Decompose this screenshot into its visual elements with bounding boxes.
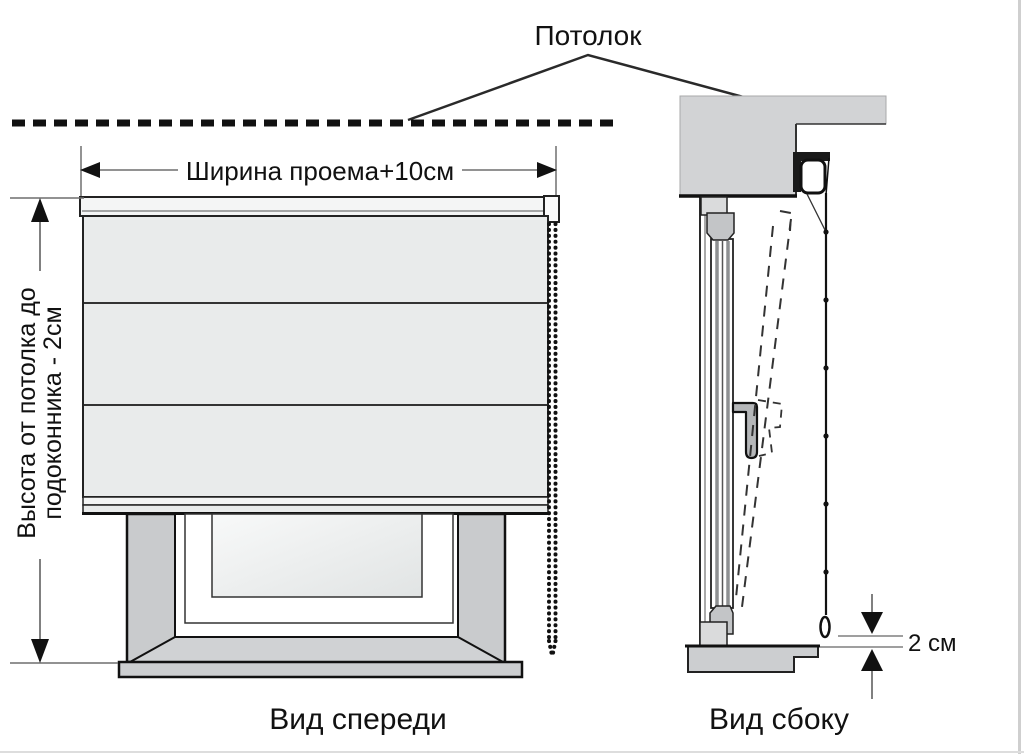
- window-frame-side: [699, 196, 793, 647]
- wall-ceiling-section: [679, 95, 887, 197]
- roman-blind-front: [79, 195, 560, 656]
- window-front: [117, 512, 524, 679]
- cassette-roller: [799, 158, 827, 195]
- fabric-top-edge: [825, 157, 830, 196]
- hem-strip: [82, 496, 549, 506]
- sill-side-profile: [687, 645, 819, 673]
- frame-foot-block: [699, 621, 728, 647]
- gap-arrowhead-up-icon: [861, 649, 883, 671]
- fabric-gather-line: [806, 193, 826, 231]
- blind-side-profile: [793, 152, 831, 639]
- arrowhead-left-icon: [80, 162, 100, 178]
- fabric-panel: [82, 215, 549, 498]
- height-dimension: Высота от потолка до подоконника - 2см: [10, 197, 118, 664]
- gap-dimension-label: 2 см: [908, 630, 957, 657]
- width-dimension: [80, 146, 557, 196]
- ceiling-callout: Потолок: [12, 20, 837, 127]
- arrowhead-down-icon: [31, 639, 49, 663]
- chain-pull-ring: [819, 615, 831, 639]
- front-view: Ширина проема+10см: [10, 146, 560, 736]
- gap-dimension: 2 см: [820, 594, 957, 699]
- bead-chain: [547, 222, 558, 656]
- bottom-bar: [82, 504, 549, 514]
- front-view-caption: Вид спереди: [269, 703, 447, 736]
- reveal-floor: [126, 636, 507, 663]
- arrowhead-up-icon: [31, 198, 49, 222]
- width-dimension-label: Ширина проема+10см: [186, 156, 454, 186]
- window-sill: [117, 660, 524, 679]
- window-glass: [211, 513, 423, 598]
- mount-bracket-side: [793, 152, 801, 192]
- tilted-handle-dashed: [757, 399, 783, 457]
- gap-arrowhead-down-icon: [861, 612, 883, 634]
- sash-top-profile: [706, 212, 735, 241]
- side-view: 2 см Вид сбоку: [679, 95, 957, 736]
- fold-rings: [823, 229, 829, 575]
- height-dimension-label-line1: Высота от потолка до: [13, 287, 41, 538]
- ceiling-label: Потолок: [534, 20, 642, 51]
- arrowhead-right-icon: [537, 162, 557, 178]
- height-dimension-label-line2: подоконника - 2см: [39, 306, 67, 519]
- window-handle: [731, 401, 759, 460]
- side-view-caption: Вид сбоку: [709, 703, 849, 736]
- header-rail: [79, 196, 559, 217]
- tilted-sash-dashed: [735, 210, 793, 608]
- mount-bracket-top: [793, 152, 830, 161]
